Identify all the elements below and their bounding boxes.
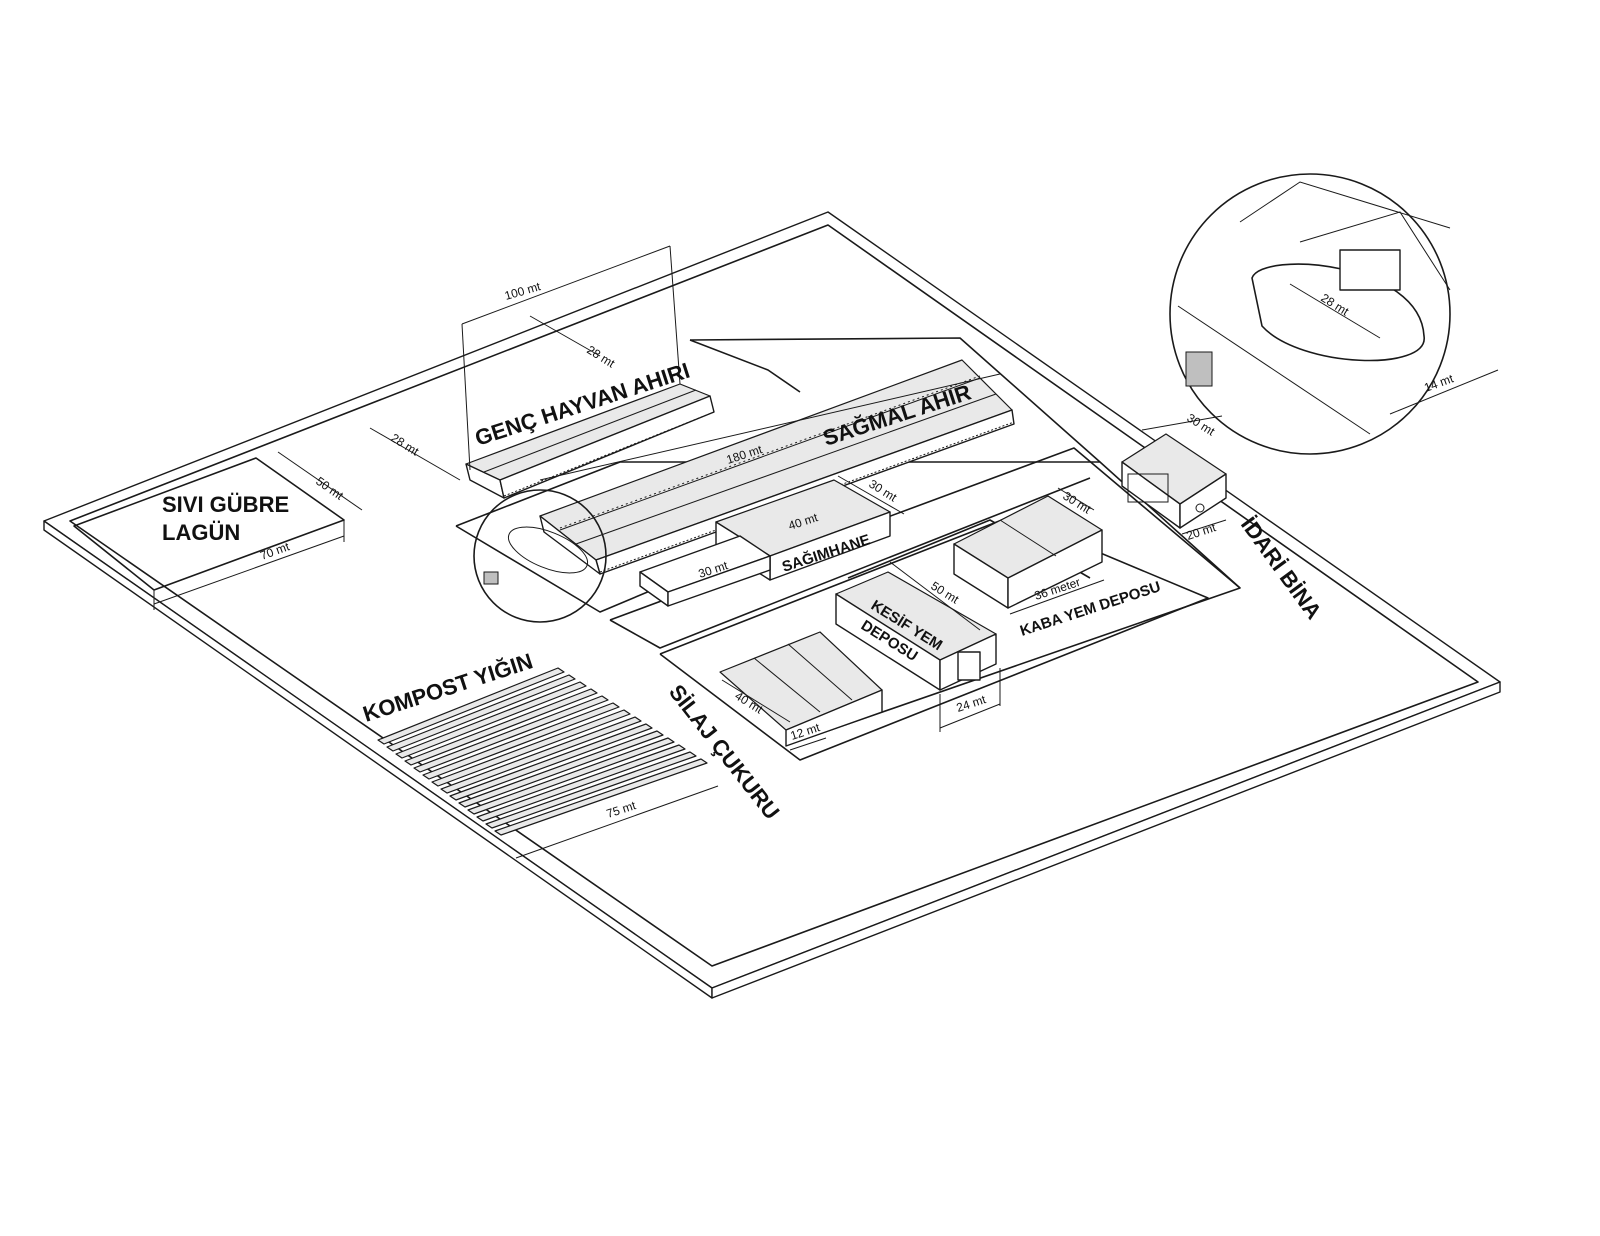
young-stock-barn: [465, 383, 715, 499]
compost-row: [386, 674, 576, 752]
compost-row: [413, 695, 609, 773]
roughage-feed-store: [953, 495, 1103, 609]
dim-young-barn-length: 100 mt: [503, 279, 543, 303]
liquid-manure-lagoon: 50 mt 70 mt SIVI GÜBRE LAGÜN: [73, 451, 363, 610]
compost-row: [395, 681, 587, 759]
dim-zoom-width: 14 mt: [1422, 371, 1456, 395]
dim-zoom-track: 28 mt: [1318, 291, 1351, 319]
compost-row: [476, 744, 686, 822]
site-boundary: [43, 211, 1501, 999]
compost-row: [404, 688, 598, 766]
compost-row: [467, 737, 675, 815]
lagoon-label-line1: SIVI GÜBRE: [162, 492, 289, 517]
compost-row: [494, 758, 708, 836]
milking-parlour: [639, 479, 891, 607]
silage-pits: [719, 631, 883, 747]
compost-row: [449, 723, 653, 801]
compost-row: [440, 716, 642, 794]
compost-row: [431, 709, 631, 787]
compost-row: [485, 751, 697, 829]
admin-building: [1121, 433, 1227, 529]
compost-row: [458, 730, 664, 808]
lagoon-label-line2: LAGÜN: [162, 520, 240, 545]
detail-circle-left: [473, 489, 607, 623]
concentrate-feed-store: [835, 571, 997, 691]
compost-windrows: [377, 667, 708, 836]
dimension-lines: [369, 245, 1499, 859]
detail-circle-zoom: [1169, 173, 1451, 455]
compost-row: [377, 667, 565, 745]
compost-row: [422, 702, 620, 780]
